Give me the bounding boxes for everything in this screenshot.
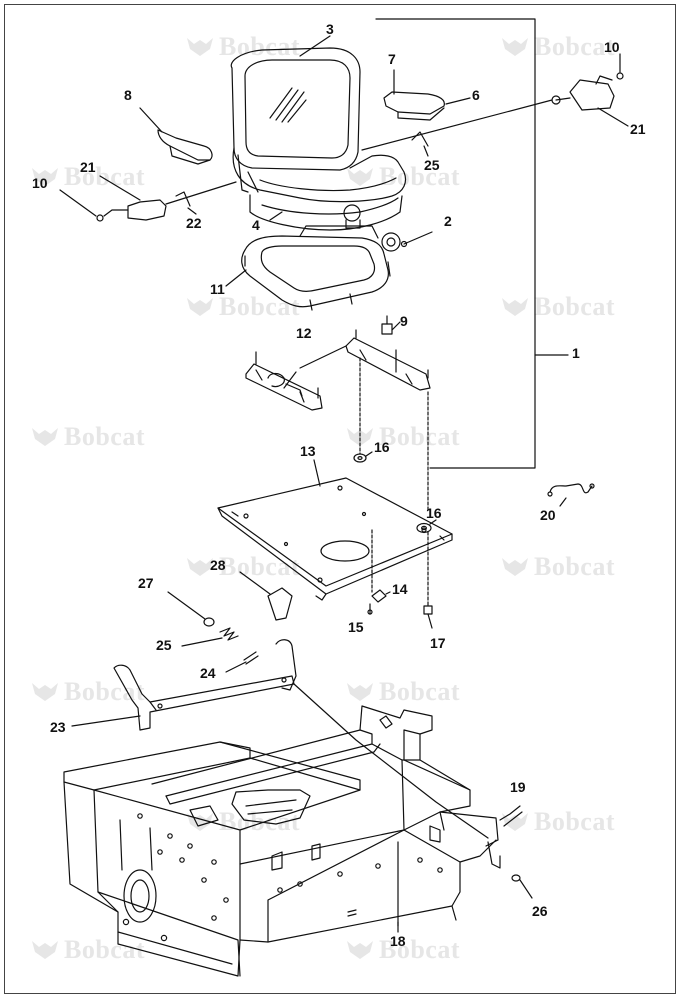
callout-6: 6 (472, 87, 480, 103)
armrest-right (383, 69, 471, 121)
cover-28 (239, 571, 293, 621)
callout-19: 19 (510, 779, 526, 795)
fastener-9 (381, 315, 401, 335)
callout-12: 12 (296, 325, 312, 341)
watermark: Bobcat (185, 32, 300, 62)
seat (230, 47, 407, 231)
bobcat-logo-icon (187, 813, 213, 831)
watermark: Bobcat (185, 292, 300, 322)
callout-3: 3 (326, 21, 334, 37)
seatbelt-left (59, 175, 237, 222)
watermark: Bobcat (30, 162, 145, 192)
callout-1: 1 (572, 345, 580, 361)
watermark: Bobcat (500, 552, 615, 582)
callout-7: 7 (388, 51, 396, 67)
bobcat-logo-icon (347, 941, 373, 959)
watermark: Bobcat (30, 677, 145, 707)
armrest-left (139, 107, 213, 165)
assembly-1-bracket (375, 18, 569, 469)
washer-16-upper (353, 451, 373, 463)
seat-slide-rail-right (283, 329, 431, 391)
callout-14: 14 (392, 581, 408, 597)
harness-20 (547, 483, 595, 507)
fitting-19 (499, 805, 523, 827)
callout-18: 18 (390, 933, 406, 949)
callout-10-left: 10 (32, 175, 48, 191)
bobcat-logo-icon (187, 38, 213, 56)
bobcat-logo-icon (502, 38, 528, 56)
callout-25-right: 25 (424, 157, 440, 173)
seat-mount-plate (217, 459, 453, 601)
watermark: Bobcat (500, 292, 615, 322)
callout-22: 22 (186, 215, 202, 231)
callout-25-left: 25 (156, 637, 172, 653)
watermark: Bobcat (345, 677, 460, 707)
diagram-frame (4, 4, 676, 994)
watermark: Bobcat (345, 935, 460, 965)
bobcat-logo-icon (32, 941, 58, 959)
watermark: Bobcat (30, 422, 145, 452)
callout-16-upper: 16 (374, 439, 390, 455)
seat-slide-rail-left (245, 351, 323, 411)
callout-11: 11 (210, 281, 225, 297)
bobcat-logo-icon (187, 558, 213, 576)
watermark: Bobcat (500, 32, 615, 62)
bobcat-logo-icon (187, 298, 213, 316)
bobcat-logo-icon (32, 168, 58, 186)
callout-24: 24 (200, 665, 216, 681)
knob-2 (381, 231, 433, 252)
bobcat-logo-icon (502, 298, 528, 316)
watermark: Bobcat (345, 422, 460, 452)
lever-23 (71, 639, 297, 731)
callout-20: 20 (540, 507, 556, 523)
callout-17: 17 (430, 635, 446, 651)
fastener-14-15 (367, 589, 391, 615)
callout-28: 28 (210, 557, 226, 573)
watermark: Bobcat (345, 162, 460, 192)
bobcat-logo-icon (32, 428, 58, 446)
callout-26: 26 (532, 903, 548, 919)
callout-21-left: 21 (80, 159, 96, 175)
callout-15: 15 (348, 619, 364, 635)
callout-10-right: 10 (604, 39, 620, 55)
main-frame (63, 705, 499, 977)
callout-9: 9 (400, 313, 408, 329)
callout-2: 2 (444, 213, 452, 229)
spring-25 (181, 627, 239, 647)
bobcat-logo-icon (347, 428, 373, 446)
linkage-rod (293, 683, 489, 839)
bobcat-logo-icon (502, 813, 528, 831)
watermark: Bobcat (30, 935, 145, 965)
callout-23: 23 (50, 719, 66, 735)
bobcat-logo-icon (502, 558, 528, 576)
callout-16-lower: 16 (426, 505, 442, 521)
callout-4: 4 (252, 217, 260, 233)
callout-27: 27 (138, 575, 154, 591)
bobcat-logo-icon (347, 683, 373, 701)
pin-24 (225, 651, 259, 673)
callout-21-right: 21 (630, 121, 646, 137)
bobcat-logo-icon (32, 683, 58, 701)
bobcat-logo-icon (347, 168, 373, 186)
fastener-27 (167, 591, 215, 627)
watermark: Bobcat (500, 807, 615, 837)
nut-17 (423, 605, 433, 629)
callout-13: 13 (300, 443, 316, 459)
seatbelt-right (361, 53, 629, 157)
seat-base-pan (241, 225, 391, 311)
callout-8: 8 (124, 87, 132, 103)
bolt-26 (487, 841, 533, 899)
